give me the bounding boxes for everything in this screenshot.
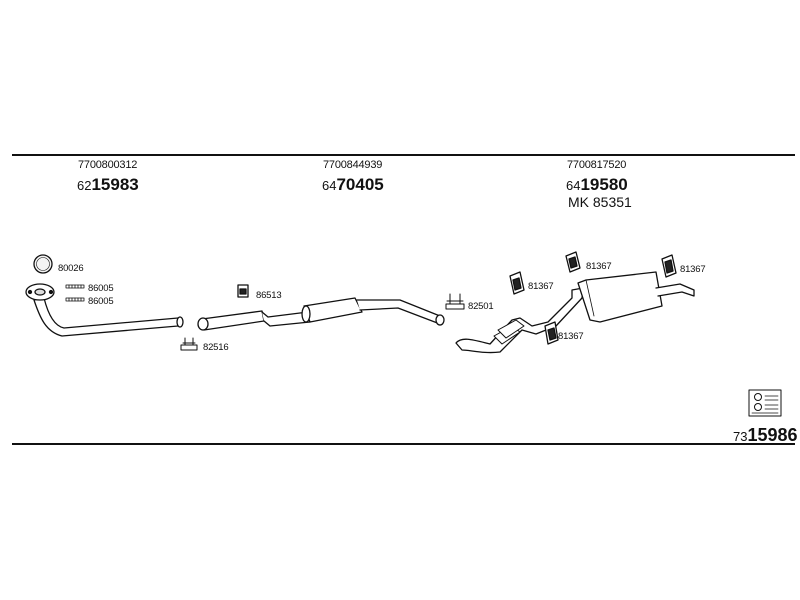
diagram-number: 7315986 — [733, 426, 798, 444]
section-1-ref-main: 15983 — [91, 175, 139, 194]
top-rule — [12, 154, 795, 156]
hanger-86513 — [237, 284, 249, 298]
part-label-81367-d: 81367 — [558, 331, 584, 342]
section-3-kit-number: MK 85351 — [568, 194, 632, 210]
section-1-ref-number: 6215983 — [77, 176, 139, 194]
section-2-ref-prefix: 64 — [322, 178, 337, 193]
clamp-82516 — [180, 337, 198, 351]
section-1-ref-prefix: 62 — [77, 178, 92, 193]
rubber-mount-81367-a — [509, 271, 525, 295]
part-label-80026: 80026 — [58, 263, 84, 274]
part-label-82516: 82516 — [203, 342, 229, 353]
bolt-86005-a — [65, 284, 85, 289]
diagram-number-main: 15986 — [747, 425, 798, 445]
bolt-86005-b — [65, 297, 85, 302]
part-label-86005-a: 86005 — [88, 283, 114, 294]
section-3-ref-main: 19580 — [580, 175, 628, 194]
part-label-86513: 86513 — [256, 290, 282, 301]
section-2-ref-number: 6470405 — [322, 176, 384, 194]
rear-pipe-19580 — [455, 271, 695, 354]
front-pipe-15983 — [25, 283, 184, 337]
part-label-86005-b: 86005 — [88, 296, 114, 307]
section-3-ref-prefix: 64 — [566, 178, 581, 193]
part-label-81367-b: 81367 — [586, 261, 612, 272]
diagram-number-prefix: 73 — [733, 429, 748, 444]
clamp-82501 — [445, 293, 465, 310]
section-3-oem-number: 7700817520 — [567, 159, 627, 171]
service-manual-icon — [748, 389, 782, 417]
gasket-ring-80026 — [33, 254, 53, 274]
center-pipe-70405 — [197, 297, 445, 331]
section-1-oem-number: 7700800312 — [78, 159, 138, 171]
part-label-81367-c: 81367 — [680, 264, 706, 275]
section-2-ref-main: 70405 — [336, 175, 384, 194]
rubber-mount-81367-d — [544, 321, 559, 345]
part-label-81367-a: 81367 — [528, 281, 554, 292]
rubber-mount-81367-c — [661, 254, 677, 278]
part-label-82501: 82501 — [468, 301, 494, 312]
bottom-rule — [12, 443, 795, 445]
section-2-oem-number: 7700844939 — [323, 159, 383, 171]
section-3-ref-number: 6419580 — [566, 176, 628, 194]
rubber-mount-81367-b — [565, 251, 581, 273]
